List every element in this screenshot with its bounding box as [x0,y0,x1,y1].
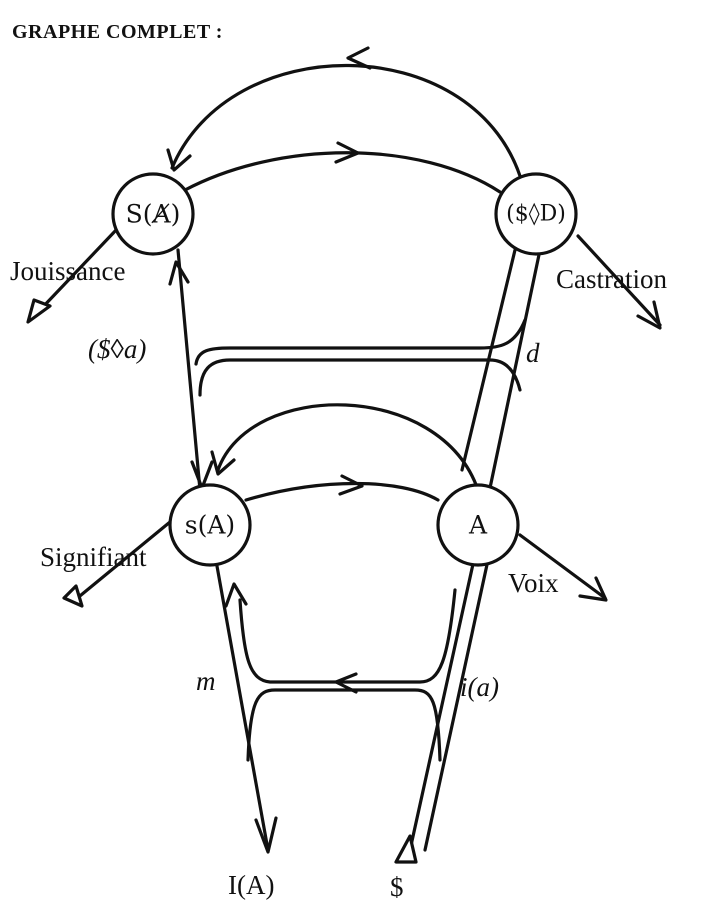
left-vertical-lower [213,553,270,852]
lower-inner-arc-arrow [338,474,364,496]
label-ideal: I(A) [228,870,274,900]
upper-crossbar-lower [198,358,522,397]
castration-arrow [636,300,662,330]
node-lower-right-circle [436,483,520,567]
label-jouissance: Jouissance [10,256,125,286]
left-vertical-upper [176,248,202,492]
upper-outer-arc [170,63,522,178]
label-image: i(a) [460,672,499,702]
node-upper-right-circle [494,172,578,256]
node-lower-left-label: s(A) [185,511,235,540]
ideal-arrow [254,816,278,854]
voix-vector [518,533,607,600]
node-lower-left: s(A) [168,483,252,567]
lower-crossbar-upper [238,588,457,684]
node-lower-right: A [436,483,520,567]
label-fantasy: ($◊a) [88,334,146,364]
right-vertical-upper-2 [460,248,517,472]
node-upper-left-label: S(A̸) [126,200,181,229]
label-moi: m [196,666,216,696]
signifiant-triangle [62,584,84,608]
lower-outer-arc-arrow [210,450,236,476]
node-lower-left-circle [168,483,252,567]
lower-outer-arc [216,403,480,492]
lower-crossbar-lower [246,688,442,762]
left-vertical-upper-arrow [168,260,190,286]
upper-outer-arc-arrow-end [166,148,192,172]
label-voix: Voix [508,568,559,598]
voix-arrow [578,576,608,602]
moi-up-arrow [224,582,248,608]
node-upper-left-circle [111,172,195,256]
label-subject: $ [390,872,404,902]
node-lower-right-label: A [468,511,488,540]
node-upper-left: S(A̸) [111,172,195,256]
subject-triangle [394,834,418,864]
label-desire: d [526,338,540,368]
upper-inner-arc-arrow [334,141,360,164]
node-upper-right: ($◊D) [494,172,578,256]
upper-crossbar [194,318,527,366]
upper-outer-arc-arrow [346,46,372,70]
signifiant-vector [73,520,172,602]
node-upper-right-label: ($◊D) [506,202,566,227]
right-vertical-lower [408,553,477,852]
label-signifiant: Signifiant [40,542,147,572]
castration-vector [576,234,662,327]
upper-inner-arc [183,151,502,194]
right-vertical-upper [488,248,542,490]
diagram-title: GRAPHE COMPLET : [12,21,223,43]
label-castration: Castration [556,264,667,294]
right-vertical-lower-2 [423,558,490,852]
jouissance-vector [38,226,120,312]
jouissance-triangle [26,298,52,324]
